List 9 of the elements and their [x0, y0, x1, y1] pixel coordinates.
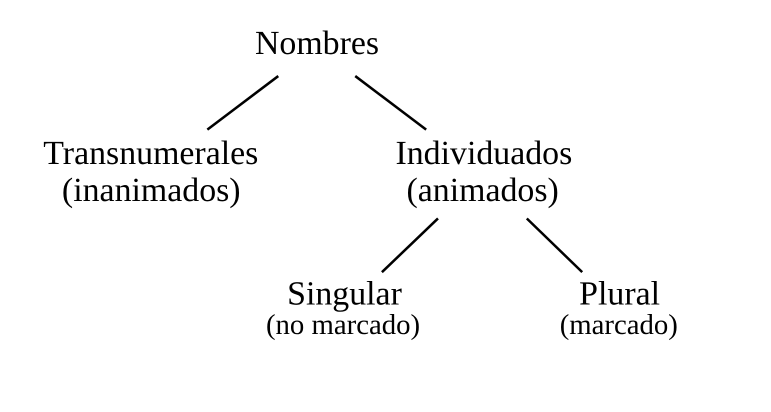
node-text: Nombres — [254, 24, 379, 62]
node-text: Singular (no marcado) — [265, 275, 420, 342]
node-text: Plural (marcado) — [559, 275, 678, 342]
connector — [354, 75, 426, 131]
node-text: Individuados (animados) — [394, 134, 572, 210]
connector — [525, 218, 583, 274]
node-text: Transnumerales (inanimados) — [42, 134, 258, 210]
connector — [380, 218, 438, 274]
connector — [206, 75, 279, 131]
